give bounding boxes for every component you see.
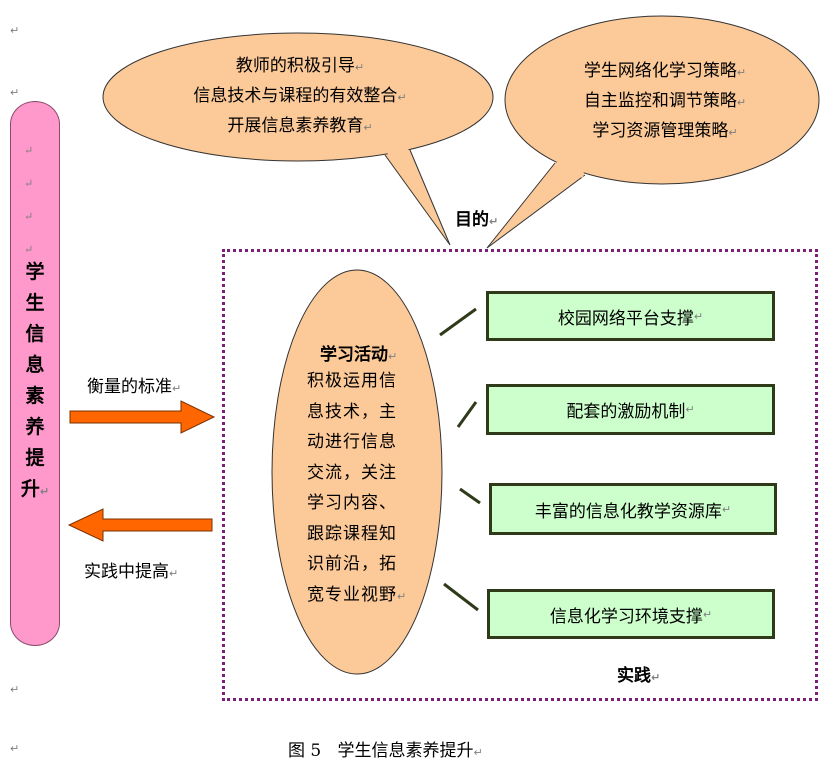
box-learning-environment: 信息化学习环境支撑↵ bbox=[487, 589, 775, 639]
title-char: 学 bbox=[25, 261, 45, 283]
title-char: 息 bbox=[25, 354, 45, 376]
bubble-right-shape bbox=[504, 15, 820, 185]
bubble-left-tail bbox=[384, 149, 451, 246]
learning-activity-title: 学习活动↵ bbox=[320, 345, 398, 365]
title-char: 素 bbox=[25, 385, 45, 407]
bubble-left-text: 教师的积极引导↵ 信息技术与课程的有效整合↵ 开展信息素养教育↵ bbox=[193, 56, 407, 136]
connector-line bbox=[459, 487, 481, 505]
box-incentive-mechanism: 配套的激励机制↵ bbox=[486, 384, 775, 435]
measure-standard-label: 衡量的标准↵ bbox=[87, 377, 182, 397]
paragraph-mark: ↵ bbox=[10, 86, 20, 99]
paragraph-mark: ↵ bbox=[10, 742, 20, 755]
title-char: 养 bbox=[25, 416, 45, 438]
pill-paragraph-marks: ↵↵↵↵ bbox=[24, 144, 34, 256]
connector-line bbox=[439, 307, 477, 337]
practice-improve-label: 实践中提高↵ bbox=[84, 562, 179, 582]
title-char: 生 bbox=[25, 292, 45, 314]
title-char: 提 bbox=[25, 447, 45, 469]
arrow-right bbox=[69, 400, 216, 434]
connector-line bbox=[456, 401, 478, 428]
bubble-left-tail-cover bbox=[387, 148, 410, 160]
figure-caption: 图 5 学生信息素养提升↵ bbox=[288, 741, 483, 761]
bubble-left-shape bbox=[102, 32, 494, 162]
learning-activity-ellipse bbox=[271, 269, 443, 675]
paragraph-mark: ↵ bbox=[10, 24, 20, 37]
bubble-right-tail-cover bbox=[556, 160, 584, 178]
student-literacy-bar bbox=[10, 101, 60, 646]
student-literacy-title: 学 生 信 息 素 养 提 升↵ bbox=[10, 257, 60, 507]
paragraph-mark: ↵ bbox=[10, 683, 20, 696]
purpose-label: 目的↵ bbox=[455, 210, 499, 230]
connector-line bbox=[443, 582, 479, 612]
practice-label: 实践↵ bbox=[617, 666, 661, 686]
box-teaching-resources: 丰富的信息化教学资源库↵ bbox=[489, 483, 777, 535]
practice-frame bbox=[222, 249, 818, 701]
learning-activity-body: 积极运用信 息技术，主 动进行信息 交流，关注 学习内容、 跟踪课程知 识前沿，… bbox=[307, 371, 408, 605]
arrow-left bbox=[67, 508, 213, 542]
box-campus-network: 校园网络平台支撑↵ bbox=[486, 291, 775, 341]
title-char: 信 bbox=[25, 323, 45, 345]
bubble-right-tail bbox=[486, 162, 586, 249]
title-char: 升↵ bbox=[20, 478, 50, 500]
bubble-right-text: 学生网络化学习策略↵ 自主监控和调节策略↵ 学习资源管理策略↵ bbox=[583, 61, 747, 141]
